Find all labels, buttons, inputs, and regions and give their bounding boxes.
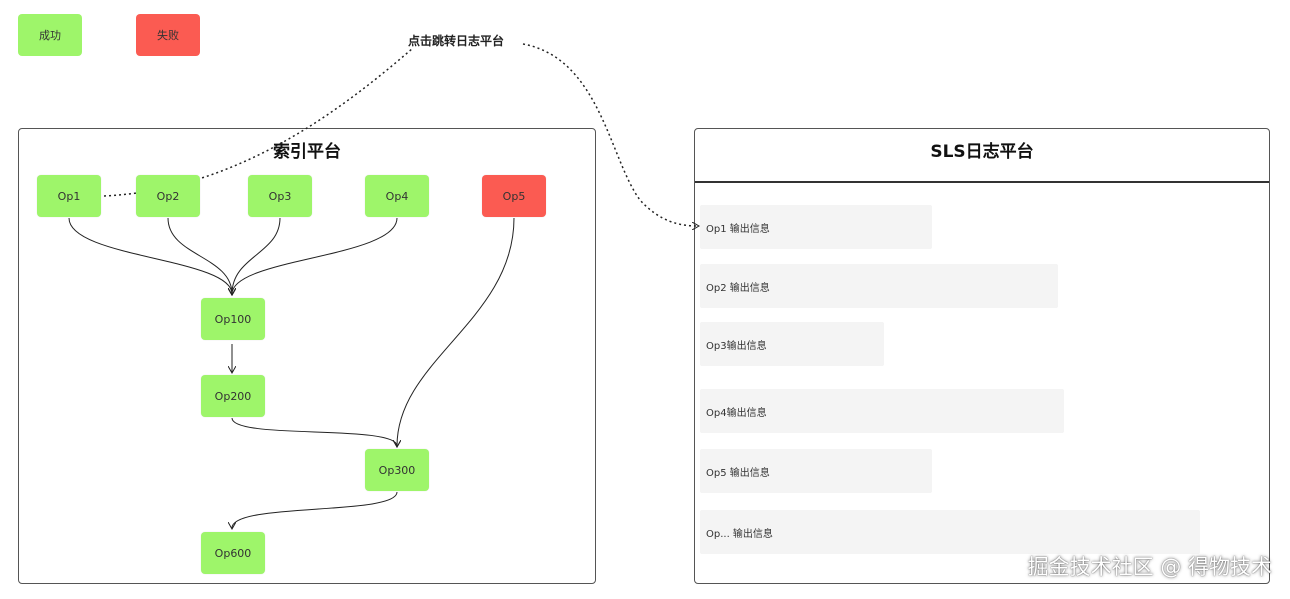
node-op2[interactable]: Op2	[136, 175, 200, 217]
node-op4[interactable]: Op4	[365, 175, 429, 217]
log-row-label: Op4输出信息	[706, 407, 767, 419]
legend-failure: 失败	[136, 14, 200, 56]
index-platform-title: 索引平台	[273, 142, 341, 162]
log-row[interactable]: Op1 输出信息	[700, 205, 932, 249]
node-op200[interactable]: Op200	[201, 375, 265, 417]
log-row-label: Op1 输出信息	[706, 223, 770, 235]
node-op100[interactable]: Op100	[201, 298, 265, 340]
legend-success-label: 成功	[39, 29, 61, 42]
watermark: 掘金技术社区 @ 得物技术	[1027, 555, 1272, 579]
node-op5-label: Op5	[502, 189, 526, 203]
node-op3-label: Op3	[268, 189, 292, 203]
log-row-label: Op3输出信息	[706, 340, 767, 352]
node-op1[interactable]: Op1	[37, 175, 101, 217]
sls-log-platform-panel: SLS日志平台	[694, 128, 1270, 584]
log-row-label: Op... 输出信息	[706, 528, 773, 540]
node-op600-label: Op600	[214, 546, 252, 560]
node-op300[interactable]: Op300	[365, 449, 429, 491]
log-row-label: Op2 输出信息	[706, 282, 770, 294]
node-op600[interactable]: Op600	[201, 532, 265, 574]
log-row[interactable]: Op... 输出信息	[700, 510, 1200, 554]
node-op100-label: Op100	[214, 312, 252, 326]
log-row-label: Op5 输出信息	[706, 467, 770, 479]
jump-to-log-callout[interactable]: 点击跳转日志平台	[408, 34, 505, 48]
log-row[interactable]: Op4输出信息	[700, 389, 1064, 433]
sls-log-platform-title: SLS日志平台	[930, 142, 1034, 162]
node-op300-label: Op300	[378, 463, 416, 477]
node-op2-label: Op2	[156, 189, 180, 203]
log-row[interactable]: Op5 输出信息	[700, 449, 932, 493]
log-row[interactable]: Op2 输出信息	[700, 264, 1058, 308]
sls-header-divider	[695, 181, 1269, 183]
legend-failure-label: 失败	[157, 29, 179, 42]
node-op200-label: Op200	[214, 389, 252, 403]
node-op4-label: Op4	[385, 189, 409, 203]
node-op5[interactable]: Op5	[482, 175, 546, 217]
node-op1-label: Op1	[57, 189, 81, 203]
legend-success: 成功	[18, 14, 82, 56]
log-row[interactable]: Op3输出信息	[700, 322, 884, 366]
node-op3[interactable]: Op3	[248, 175, 312, 217]
